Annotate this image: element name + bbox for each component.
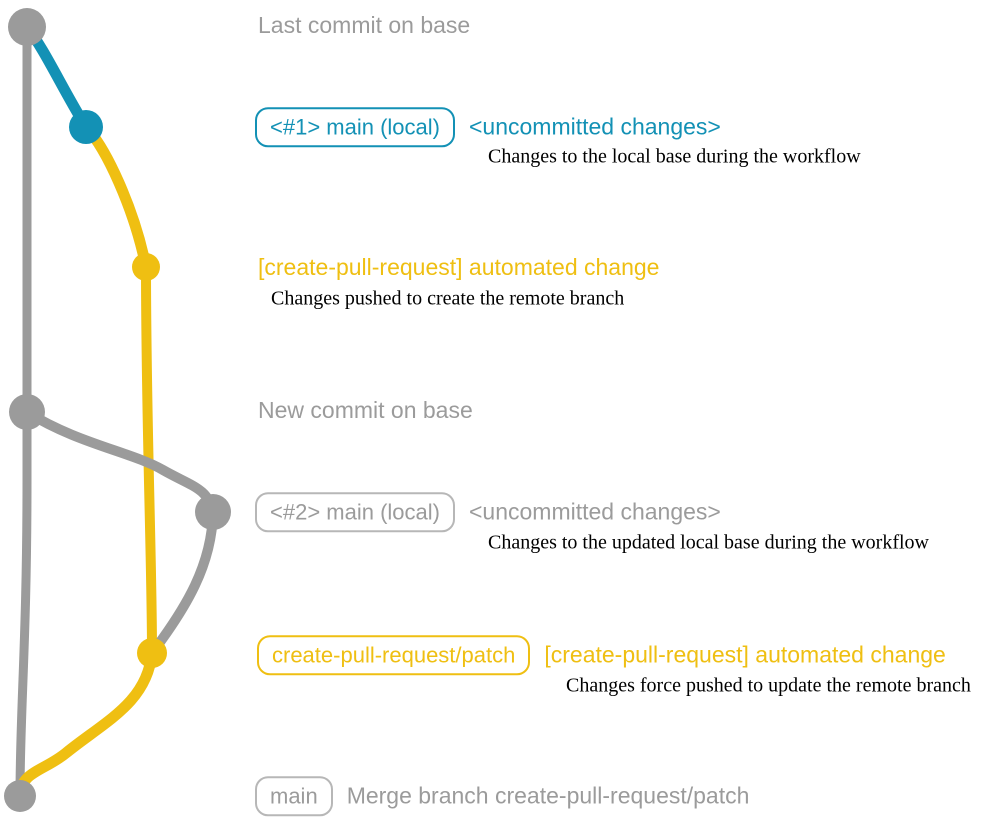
edge-base-branch-line — [15, 22, 32, 801]
automated-change-heading-2: [create-pull-request] automated change — [544, 641, 946, 668]
edge-merge-patch-to-main — [14, 647, 158, 802]
subtext-push-1: Changes pushed to create the remote bran… — [271, 287, 625, 310]
badge-main-local-1: <#1> main (local) — [255, 107, 455, 147]
annotation-local-commit-2: <#2> main (local) <uncommitted changes> — [255, 492, 721, 532]
subtext-local-commit-2: Changes to the updated local base during… — [488, 531, 929, 554]
commit-node-last-base — [8, 8, 46, 46]
commit-node-patch — [137, 638, 167, 668]
badge-main-local-2: <#2> main (local) — [255, 492, 455, 532]
commit-node-automated-1 — [132, 253, 160, 281]
commit-node-new-base — [9, 394, 45, 430]
annotation-last-commit: Last commit on base — [258, 12, 470, 40]
new-commit-label: New commit on base — [258, 397, 473, 424]
subtext-local-commit-1: Changes to the local base during the wor… — [488, 145, 861, 168]
edge-local-2-to-patch — [147, 507, 218, 658]
uncommitted-changes-heading-1: <uncommitted changes> — [468, 113, 721, 140]
edge-new-base-to-local-2 — [22, 407, 218, 517]
last-commit-label: Last commit on base — [258, 12, 471, 39]
annotation-new-commit: New commit on base — [258, 397, 473, 425]
annotation-push-2: create-pull-request/patch [create-pull-r… — [257, 635, 946, 675]
merge-label: Merge branch create-pull-request/patch — [346, 782, 750, 809]
badge-create-pull-request-patch: create-pull-request/patch — [257, 635, 531, 675]
annotation-merge: main Merge branch create-pull-request/pa… — [255, 776, 749, 816]
automated-change-heading-1: [create-pull-request] automated change — [258, 254, 660, 281]
uncommitted-changes-heading-2: <uncommitted changes> — [468, 498, 721, 525]
edge-remote-branch-line — [141, 262, 157, 658]
subtext-push-2: Changes force pushed to update the remot… — [566, 674, 971, 697]
commit-node-local-2 — [195, 494, 231, 530]
annotation-local-commit-1: <#1> main (local) <uncommitted changes> — [255, 107, 721, 147]
edge-automated-change-1 — [80, 121, 152, 273]
commit-node-local-1 — [69, 110, 103, 144]
badge-main: main — [255, 776, 333, 816]
annotation-push-1: [create-pull-request] automated change — [258, 254, 659, 282]
commit-node-merge — [4, 780, 36, 812]
